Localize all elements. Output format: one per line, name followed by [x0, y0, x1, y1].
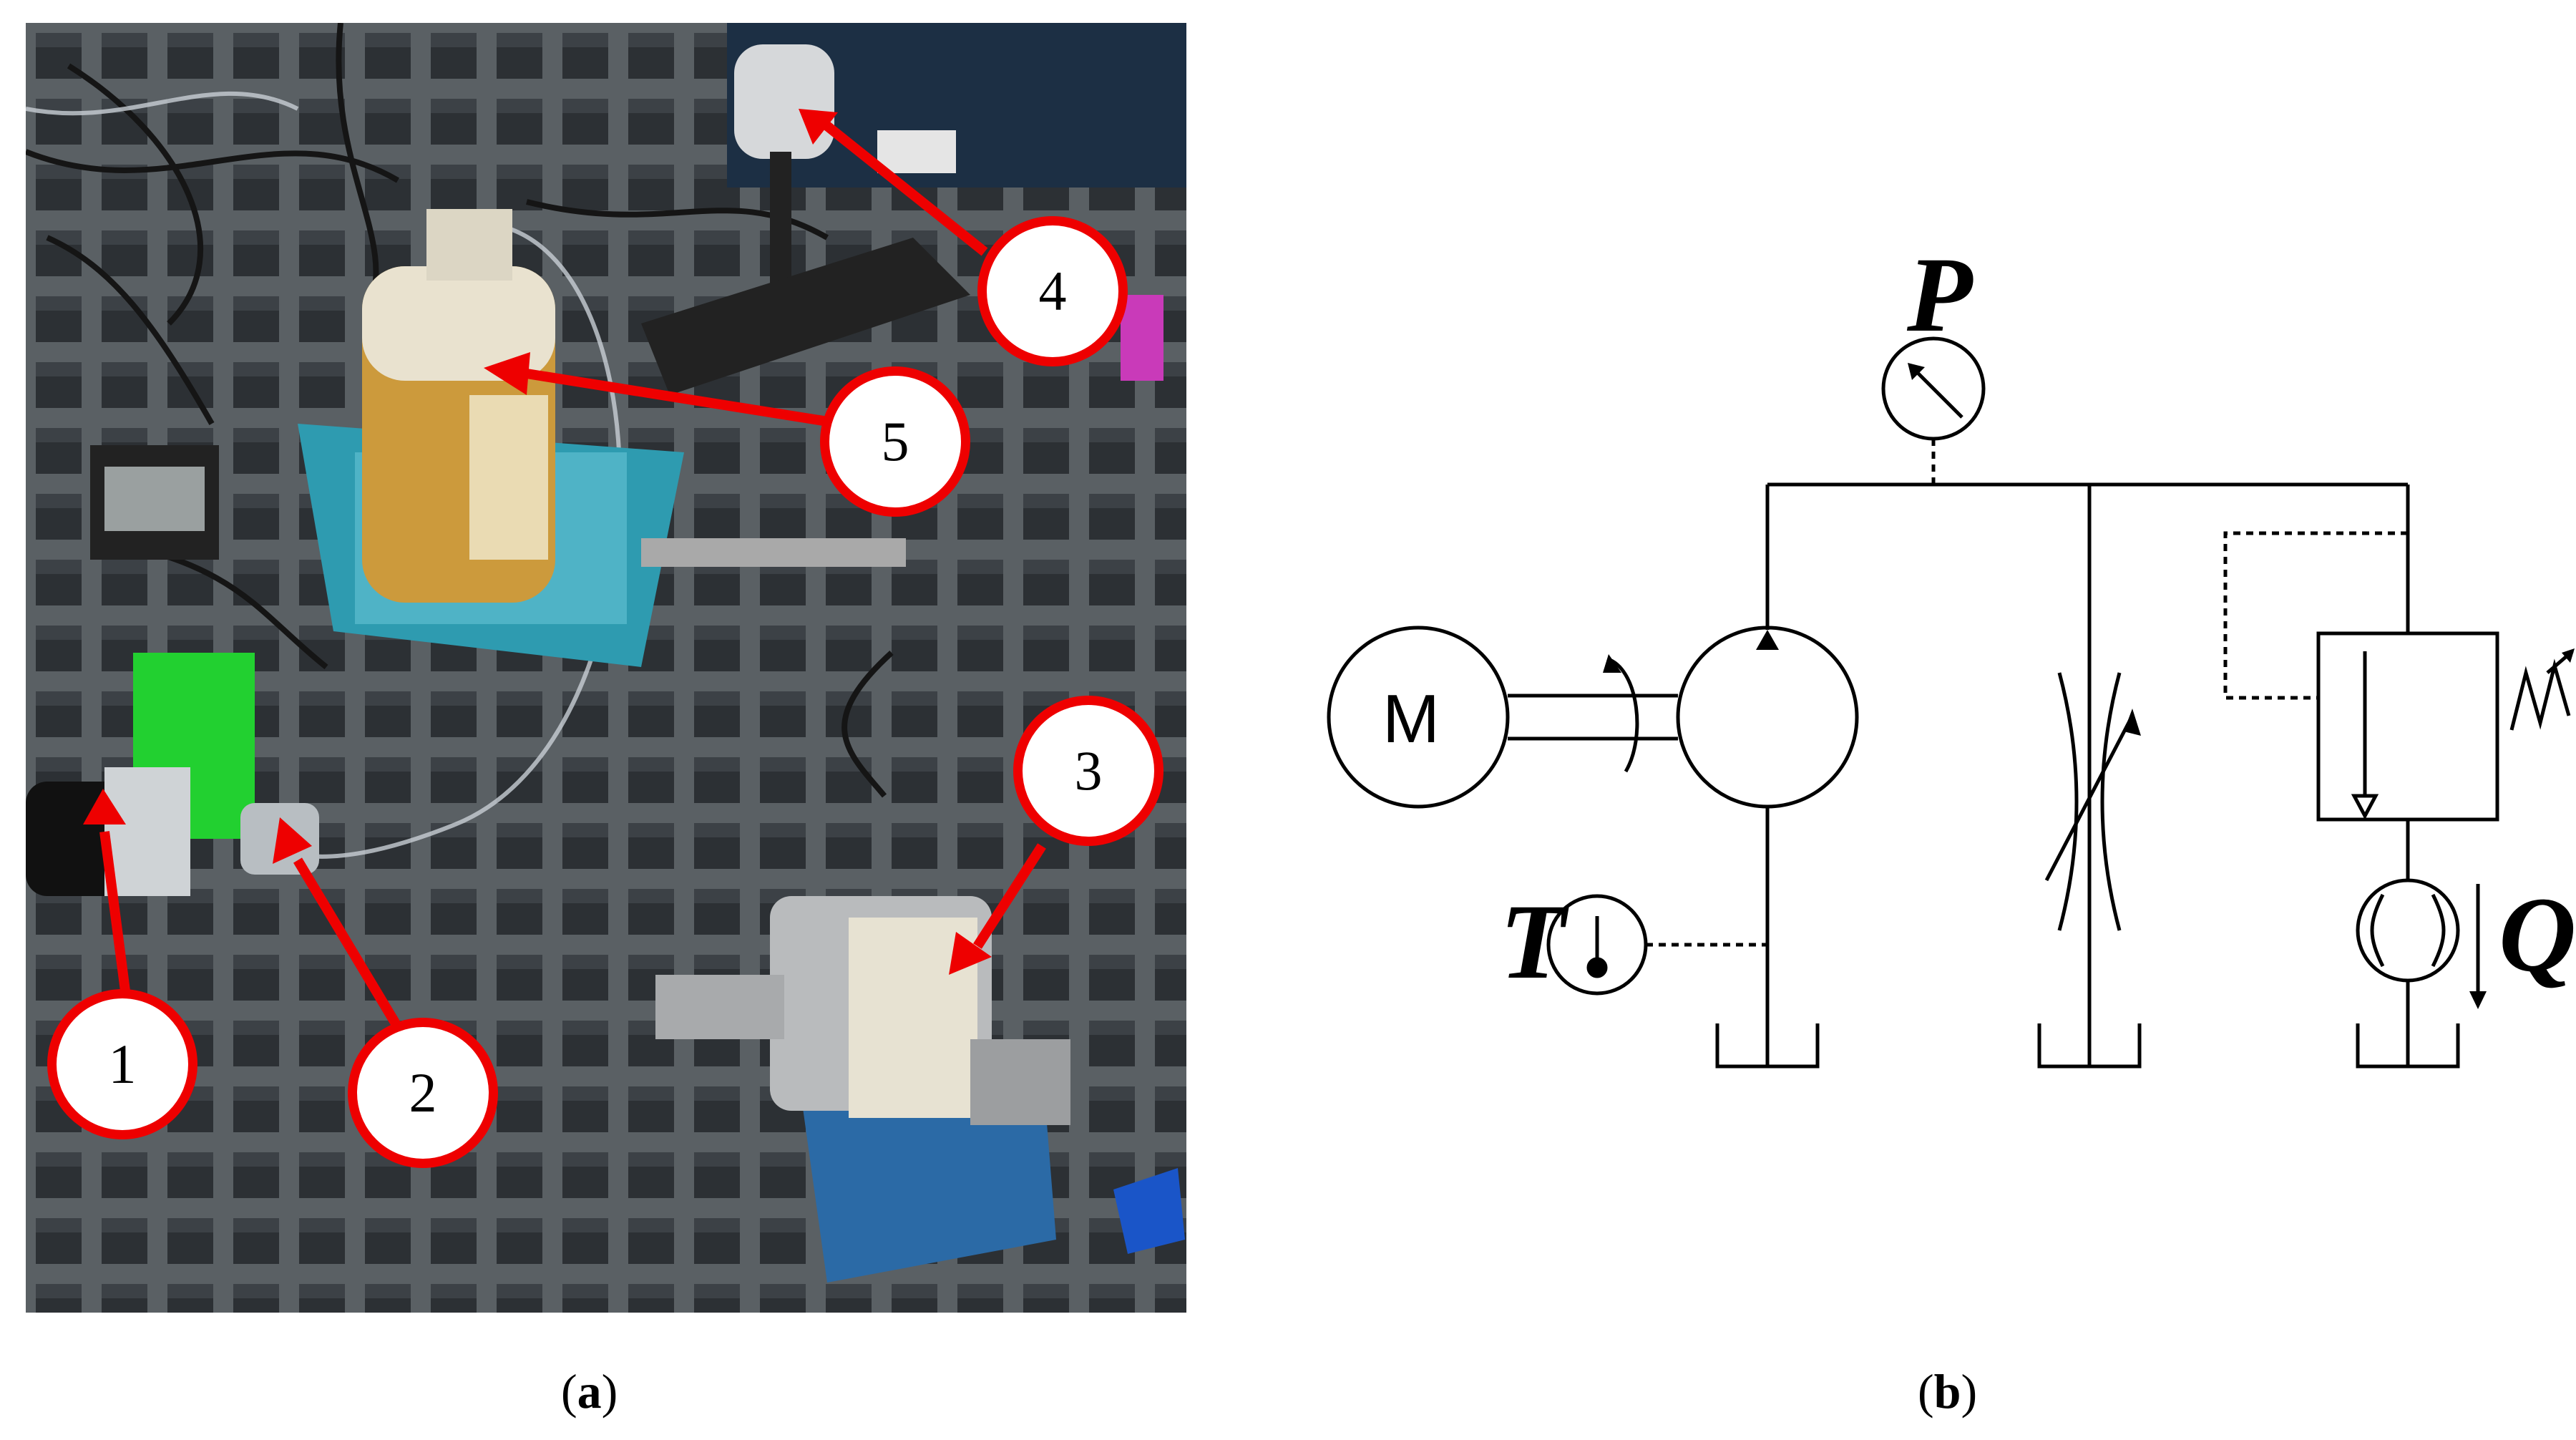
callout-2: 2 [348, 1018, 498, 1168]
pump [1676, 626, 1859, 809]
motor-label: M [1382, 681, 1440, 757]
caption-b-letter: b [1933, 1364, 1961, 1419]
pressure-label: P [1907, 235, 1973, 354]
relief-spring [2509, 658, 2571, 731]
schematic-drawing [1327, 336, 2575, 1069]
caption-a-letter: a [577, 1364, 602, 1419]
relief-valve-symbol [2316, 631, 2499, 822]
throttle-valve [2057, 672, 2079, 931]
motor-symbol [1327, 626, 1510, 809]
rig-photo: 1 2 3 4 5 [26, 23, 1186, 1313]
rig-photo-drawing [26, 23, 1186, 1313]
flow-meter [734, 44, 834, 159]
callout-arrows [83, 109, 1046, 1042]
hydraulic-schematic: M P T Q [1302, 215, 2576, 1149]
flow-label: Q [2499, 875, 2576, 994]
callout-5: 5 [820, 366, 970, 517]
caption-b: (b) [1918, 1364, 1978, 1419]
tank-1 [1715, 1023, 1820, 1069]
callout-1: 1 [47, 989, 197, 1139]
callout-3: 3 [1013, 696, 1163, 846]
temperature-label: T [1500, 882, 1566, 1001]
callout-4: 4 [977, 216, 1128, 366]
vise-screw [641, 538, 906, 567]
caption-a: (a) [561, 1364, 618, 1419]
